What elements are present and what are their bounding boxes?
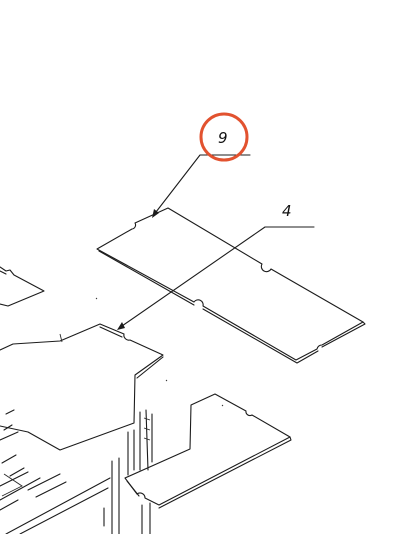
leader-line-4 bbox=[117, 226, 315, 330]
panel-part-9 bbox=[96, 207, 366, 364]
callout-4-label: 4 bbox=[282, 202, 292, 220]
panel-left-partial bbox=[0, 266, 45, 307]
panel-lower-right bbox=[124, 393, 292, 509]
panel-part-4 bbox=[0, 323, 164, 451]
callout-9-label: 9 bbox=[218, 129, 228, 147]
construction-marks bbox=[95, 297, 224, 407]
callout-9[interactable]: 9 bbox=[199, 112, 249, 162]
leader-line-9 bbox=[152, 154, 251, 218]
highlight-circle bbox=[199, 112, 249, 162]
frame-structure bbox=[0, 409, 153, 534]
callout-4[interactable]: 4 bbox=[282, 202, 292, 220]
